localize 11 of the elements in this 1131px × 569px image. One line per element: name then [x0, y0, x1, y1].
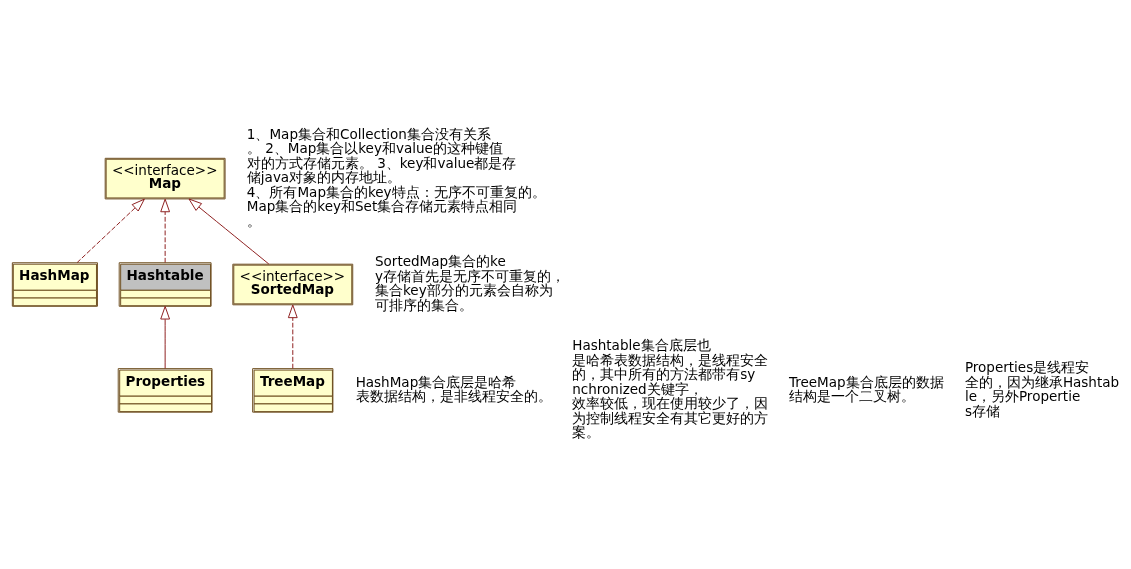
arrow — [160, 198, 170, 263]
arrow — [188, 198, 270, 265]
arrow — [287, 304, 298, 369]
arrow — [160, 306, 170, 369]
label: Properties是线程安全的，因为继承Hashtable，另外Properties存储 — [964, 359, 1120, 419]
arrow — [76, 198, 145, 263]
label: HashMap集合底层是哈希表数据结构，是非线程安全的。 — [355, 373, 552, 405]
label: 1、Map集合和Collection集合没有关系。 2、Map集合以key和value的这种键值对的方式存储元素。 3、key和value都是存储java对象的内存地址。 4、所有Map集合的key特点：无序不可重复的。 Map集合的key和Set集合存储元素特点相同。 — [246, 125, 546, 229]
label: TreeMap集合底层的数据结构是一个二叉树。 — [788, 373, 944, 405]
label: Hashtable集合底层也是哈希表数据结构，是线程安全的，其中所有的方法都带有synchronized关键字，效率较低，现在使用较少了，因为控制线程安全有其它更好的方案。 — [572, 337, 769, 441]
label: SortedMap集合的key存储首先是无序不可重复的，集合key部分的元素会自称为可排序的集合。 — [374, 253, 565, 313]
